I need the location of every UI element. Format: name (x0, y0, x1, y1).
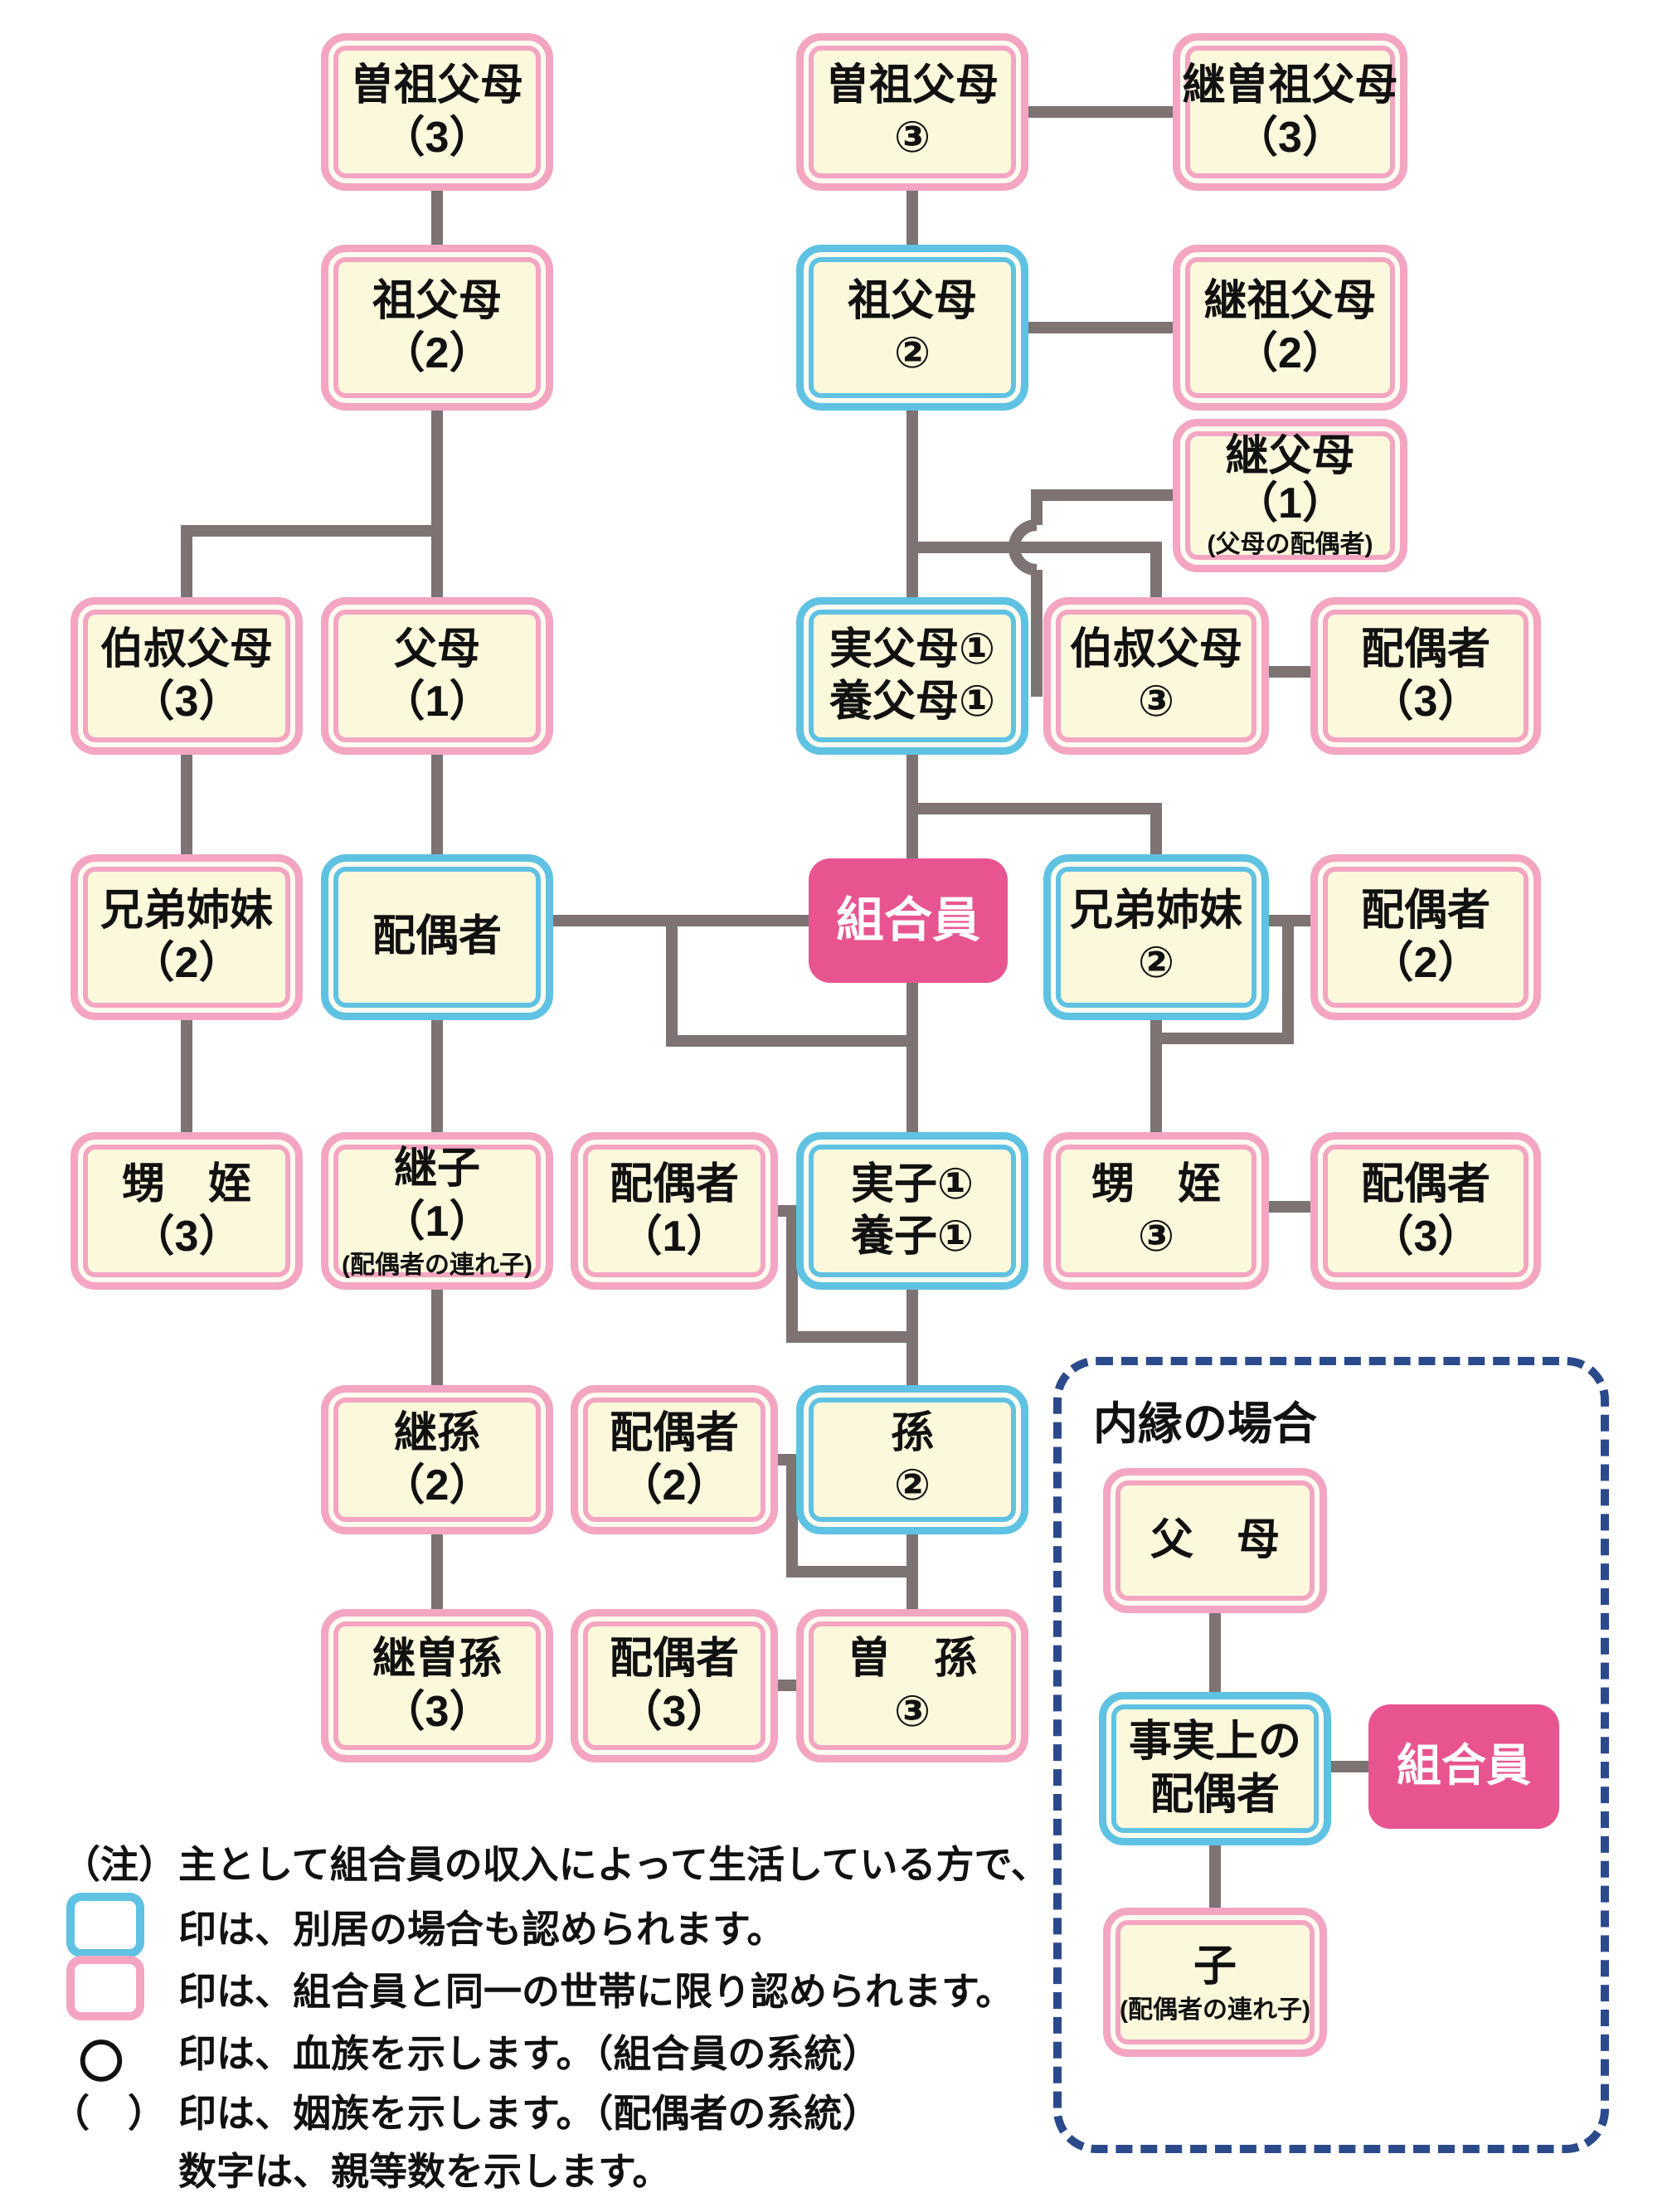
node-spouse-3-mid: 配偶者 （3） (571, 1609, 778, 1762)
connector (431, 1020, 443, 1132)
connector (181, 525, 192, 597)
legend-circle-marker: 〇 (79, 2038, 124, 2088)
note-6-text: 数字は、親等数を示します。 (178, 2150, 671, 2193)
connector (786, 1454, 798, 1578)
node-spouse-2-mid: 配偶者 （2） (571, 1385, 778, 1534)
connector (906, 191, 918, 245)
connector (1028, 322, 1173, 333)
node-member-commonlaw: 組合員 (1368, 1704, 1559, 1829)
connector (906, 1290, 918, 1385)
node-grandparents-2-center: 祖父母 ② (796, 245, 1028, 411)
connector (1209, 1613, 1221, 1692)
connector (906, 983, 918, 1132)
node-birth-adoptive-parents-1: 実父母① 養父母① (796, 597, 1028, 755)
node-nephews-nieces-3-left: 甥 姪 （3） (70, 1132, 303, 1290)
note-5-text: 印は、姻族を示します。（配偶者の系統） (178, 2092, 881, 2135)
node-defacto-spouse: 事実上の 配偶者 (1099, 1692, 1331, 1845)
connector (1269, 666, 1310, 678)
connector (1209, 1845, 1221, 1908)
connector (1150, 1020, 1162, 1132)
node-grandparents-2-left: 祖父母 （2） (321, 245, 553, 411)
connector (906, 411, 918, 597)
node-spouse-1-mid: 配偶者 （1） (571, 1132, 778, 1290)
node-stepgreatgrandparents-3: 継曽祖父母 （3） (1173, 33, 1407, 191)
node-siblings-2-left: 兄弟姉妹 （2） (70, 854, 303, 1020)
connector (431, 755, 443, 854)
connector (431, 1290, 443, 1385)
node-uncles-aunts-3-left: 伯叔父母 （3） (70, 597, 303, 755)
node-grandchild-2: 孫 ② (796, 1385, 1028, 1534)
legend-parens-marker: （ ） (51, 2092, 166, 2135)
connector (1282, 915, 1294, 1044)
note-2-text: 印は、別居の場合も認められます。 (178, 1908, 785, 1951)
node-nephews-nieces-3-right: 甥 姪 ③ (1043, 1132, 1269, 1290)
connector (1028, 106, 1173, 118)
node-birth-adopted-children-1: 実子① 養子① (796, 1132, 1028, 1290)
connector (181, 755, 192, 854)
connector (666, 915, 678, 1047)
connector (786, 1205, 798, 1343)
node-siblings-2-right: 兄弟姉妹 ② (1043, 854, 1269, 1020)
note-3-text: 印は、組合員と同一の世帯に限り認められます。 (178, 1970, 1014, 2013)
connector (1269, 1201, 1310, 1213)
node-great-grandparents-3-left: 曽祖父母 （3） (321, 33, 553, 191)
note-4-text: 印は、血族を示します。（組合員の系統） (178, 2032, 881, 2075)
connector (431, 191, 443, 245)
connector (786, 1566, 912, 1578)
node-stepgrandchild-2: 継孫 （2） (321, 1385, 553, 1534)
connector (1150, 803, 1162, 854)
connector (778, 1680, 796, 1691)
node-spouse-3-right: 配偶者 （3） (1310, 1132, 1541, 1290)
connector (1150, 542, 1162, 597)
connector-stepparents (1037, 489, 1173, 501)
connector (906, 803, 1156, 814)
note-1-text: 主として組合員の収入によって生活している方で、 (178, 1843, 1049, 1886)
legend-pink-box-swatch (66, 1956, 144, 2020)
connector-spouse-member (553, 915, 809, 926)
legend-blue-box-swatch (66, 1893, 144, 1957)
node-stepparents-1: 継父母 （1） (父母の配偶者) (1173, 419, 1407, 572)
node-stepchild-1: 継子 （1） (配偶者の連れ子) (321, 1132, 553, 1290)
node-uncles-aunts-3-right: 伯叔父母 ③ (1043, 597, 1269, 755)
node-stepgreatgrandchild-3: 継曽孫 （3） (321, 1609, 553, 1762)
node-parents-1: 父母 （1） (321, 597, 553, 755)
node-stepgrandparents-2: 継祖父母 （2） (1173, 245, 1407, 411)
node-great-grandchild-3: 曽 孫 ③ (796, 1609, 1028, 1762)
connector (906, 1534, 918, 1609)
panel-common-law-case (1053, 1357, 1609, 2153)
connector (181, 525, 443, 537)
node-spouse-2-right: 配偶者 （2） (1310, 854, 1541, 1020)
connector (666, 1035, 912, 1047)
node-child-commonlaw: 子 (配偶者の連れ子) (1103, 1908, 1327, 2057)
connector (181, 1020, 192, 1132)
connector-stepparents (1031, 570, 1043, 697)
connector (431, 411, 443, 597)
connector (906, 542, 1156, 553)
connector (1156, 1033, 1294, 1044)
connector-stepparents (1031, 489, 1043, 525)
node-great-grandparents-3-center: 曽祖父母 ③ (796, 33, 1028, 191)
connector (786, 1331, 912, 1343)
node-spouse: 配偶者 (321, 854, 553, 1020)
node-member: 組合員 (809, 858, 1008, 983)
connector (1331, 1761, 1368, 1772)
panel-title: 内縁の場合 (1093, 1399, 1317, 1449)
node-parents-commonlaw: 父 母 (1103, 1468, 1327, 1613)
note-1-marker: （注） (62, 1843, 177, 1886)
connector (431, 1534, 443, 1609)
node-spouse-3-top-right: 配偶者 （3） (1310, 597, 1541, 755)
